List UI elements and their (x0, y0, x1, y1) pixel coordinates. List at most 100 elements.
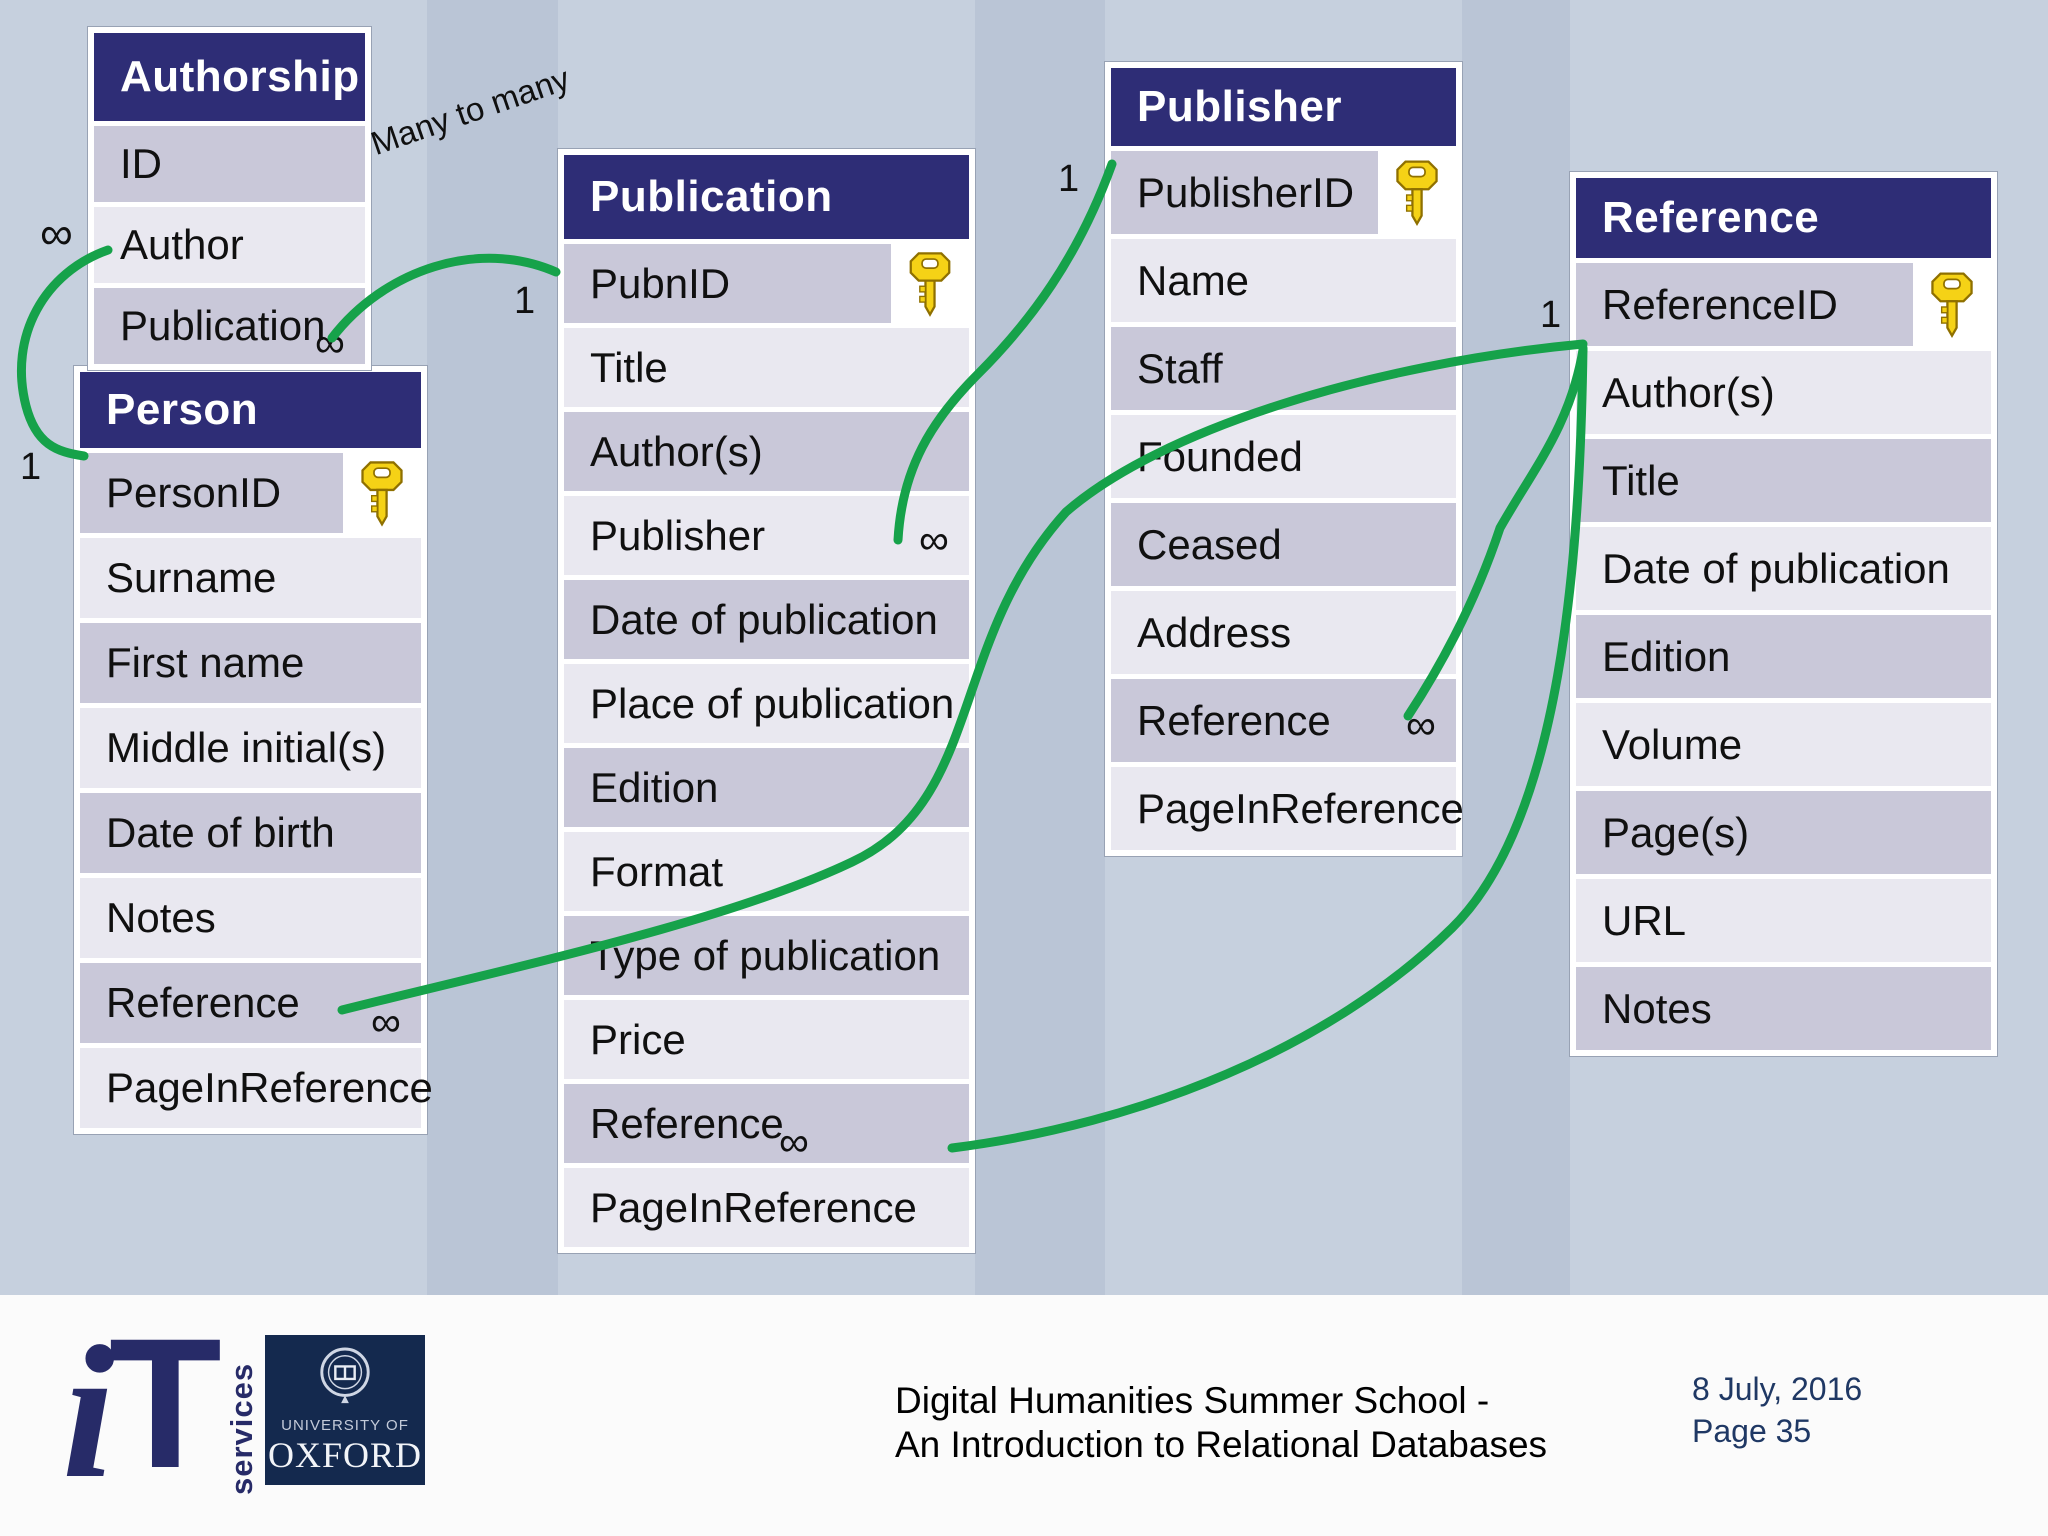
field-label: Author(s) (590, 427, 763, 475)
field-label: PersonID (106, 469, 282, 516)
field-label: PageInReference (106, 1064, 433, 1111)
table-row: Title (1576, 439, 1991, 522)
table-row: Author(s) (1576, 351, 1991, 434)
table-row: URL (1576, 879, 1991, 962)
primary-key-icon (891, 244, 969, 323)
table-row: Ceased (1111, 503, 1456, 586)
field-label: ID (120, 140, 162, 187)
table-row: Publication∞ (94, 288, 365, 364)
cardinality-many-icon: ∞ (1406, 701, 1436, 748)
oxford-logo-line2: OXFORD (267, 1435, 423, 1475)
table-title: Person (80, 372, 421, 448)
cardinality-one-label: 1 (20, 446, 42, 488)
primary-key-icon (343, 453, 421, 533)
table-row: Author(s) (564, 412, 969, 491)
background-stripe (975, 0, 1105, 1295)
key-icon (909, 251, 951, 317)
field-label: Surname (106, 554, 277, 601)
table-title: Reference (1576, 178, 1991, 258)
table-row: Date of publication (564, 580, 969, 659)
field-label: Format (590, 847, 724, 895)
field-label: Type of publication (590, 931, 941, 979)
oxford-logo: UNIVERSITY OF OXFORD (265, 1335, 425, 1485)
field-label: URL (1602, 896, 1687, 944)
field-label: Place of publication (590, 679, 955, 727)
field-label: Edition (1602, 632, 1731, 680)
table-row: Reference ∞ (1111, 679, 1456, 762)
table-row: PageInReference (1111, 767, 1464, 850)
field-label: Publication (120, 302, 326, 349)
primary-key-icon (1378, 151, 1456, 234)
field-label: Ceased (1137, 520, 1282, 568)
cardinality-one-label: 1 (1540, 294, 1562, 336)
field-label: ReferenceID (1602, 280, 1838, 328)
field-label: Price (590, 1015, 686, 1063)
key-icon (361, 460, 403, 527)
table-row: Publisher∞ (564, 496, 969, 575)
table-title: Authorship (94, 33, 365, 121)
field-label: Reference (590, 1099, 784, 1147)
footer-date: 8 July, 2016 (1692, 1371, 1863, 1407)
background-stripe (427, 0, 558, 1295)
field-label: Staff (1137, 344, 1223, 392)
table-row: Staff (1111, 327, 1456, 410)
field-label: Page(s) (1602, 808, 1750, 856)
key-icon (1931, 272, 1973, 338)
field-label: Name (1137, 256, 1250, 304)
table-row: Date of publication (1576, 527, 1991, 610)
table-row: First name (80, 623, 421, 703)
table-row: Reference∞ (80, 963, 421, 1043)
field-label: Author(s) (1602, 368, 1775, 416)
table-row: Notes (1576, 967, 1991, 1050)
it-services-logo: i T services (62, 1312, 260, 1508)
field-label: Date of publication (590, 595, 938, 643)
key-icon (1396, 160, 1438, 226)
field-label: Date of publication (1602, 544, 1950, 592)
background-stripe (1462, 0, 1570, 1295)
field-label: PubnID (590, 259, 731, 307)
table-row: Page(s) (1576, 791, 1991, 874)
field-label: Volume (1602, 720, 1743, 768)
field-label: Reference (1137, 696, 1331, 744)
table-row: Title (564, 328, 969, 407)
field-label: PageInReference (1137, 784, 1464, 832)
table-title: Publication (564, 155, 969, 239)
field-label: First name (106, 639, 305, 686)
field-label: Title (1602, 456, 1680, 504)
cardinality-many-icon: ∞ (779, 1118, 809, 1165)
primary-key-icon (1913, 263, 1991, 346)
table-title: Publisher (1111, 68, 1456, 146)
table-row: PersonID (80, 453, 421, 533)
oxford-crest-icon (265, 1343, 425, 1415)
field-label: Reference (106, 979, 300, 1026)
table-row: Middle initial(s) (80, 708, 421, 788)
table-row: Edition (1576, 615, 1991, 698)
table-row: Address (1111, 591, 1456, 674)
field-label: Notes (106, 894, 216, 941)
table-row: PageInReference (80, 1048, 433, 1128)
table-row: Author (94, 207, 365, 283)
field-label: Author (120, 221, 244, 268)
table-row: Founded (1111, 415, 1456, 498)
table-row: Reference∞ (564, 1084, 969, 1163)
field-label: Notes (1602, 984, 1712, 1032)
field-label: Date of birth (106, 809, 335, 856)
table-row: Format (564, 832, 969, 911)
field-label: Founded (1137, 432, 1303, 480)
table-row: Name (1111, 239, 1456, 322)
table-row: PageInReference (564, 1168, 969, 1247)
footer-title: Digital Humanities Summer School - An In… (895, 1379, 1547, 1466)
table-row: Surname (80, 538, 421, 618)
table-row: Price (564, 1000, 969, 1079)
cardinality-one-label: 1 (1058, 158, 1080, 200)
footer-meta: 8 July, 2016 Page 35 (1692, 1369, 1862, 1452)
table-row: ReferenceID (1576, 263, 1991, 346)
field-label: Address (1137, 608, 1292, 656)
field-label: Title (590, 343, 668, 391)
cardinality-many-label: ∞ (40, 207, 73, 259)
